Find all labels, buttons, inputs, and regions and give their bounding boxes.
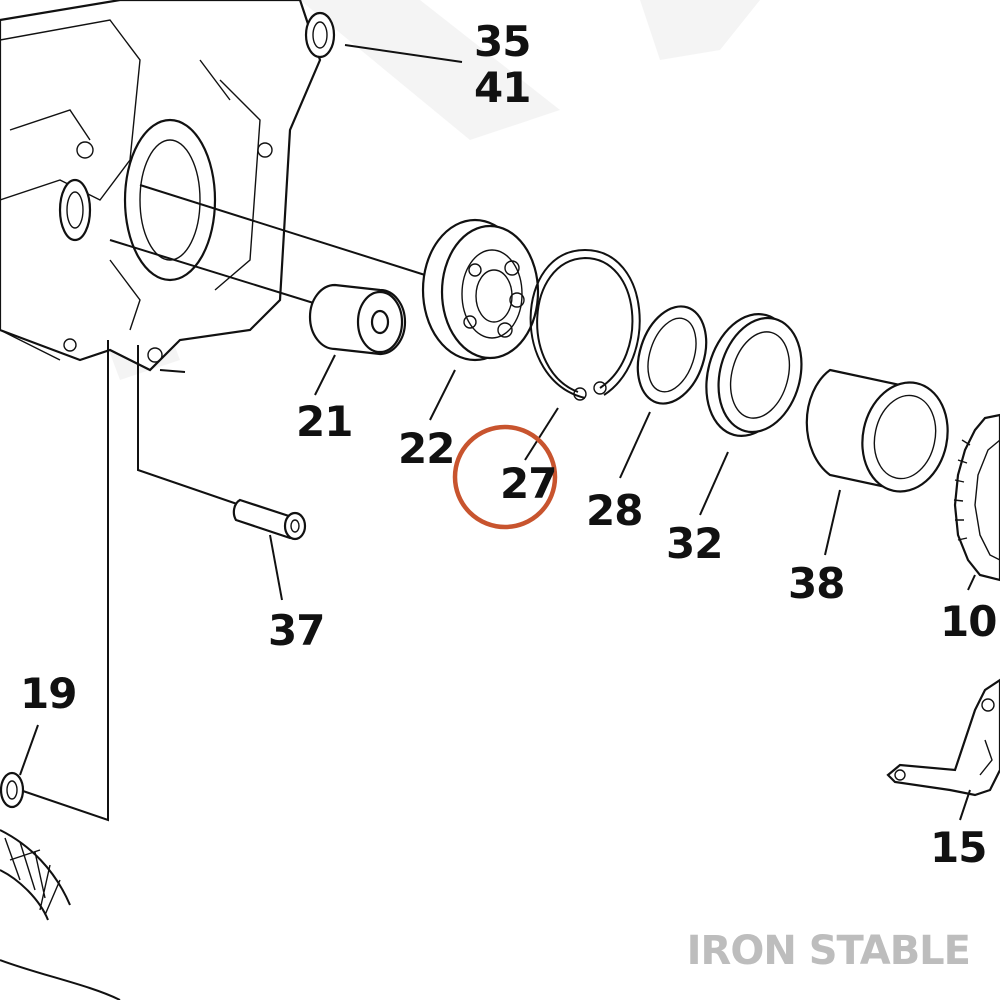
- callout-19: 19: [20, 669, 76, 718]
- part-21-bushing: [308, 283, 407, 356]
- assembly-lines: [19, 44, 463, 822]
- callout-27: 27: [500, 459, 556, 508]
- part-32-seal: [705, 313, 803, 437]
- callout-41: 41: [474, 63, 530, 112]
- braided-hose: [0, 829, 121, 1000]
- part-10-gear: [953, 413, 1000, 582]
- part-22-ball-bearing: [421, 218, 540, 362]
- callout-15: 15: [930, 823, 986, 872]
- part-19-oring: [0, 771, 25, 809]
- highlight-circle-27: [452, 424, 558, 530]
- callout-28: 28: [586, 486, 642, 535]
- gearbox-housing: [0, 0, 336, 372]
- part-28-washer: [636, 305, 708, 405]
- brand-watermark: IRON STABLE: [686, 928, 971, 974]
- part-15-cover: [886, 678, 1000, 797]
- callout-10: 10: [940, 597, 996, 646]
- callout-22: 22: [398, 424, 454, 473]
- callout-21: 21: [296, 397, 352, 446]
- part-38-sleeve: [805, 368, 949, 493]
- part-37-dowel: [232, 498, 307, 541]
- part-27-circlip: [529, 248, 641, 401]
- callout-32: 32: [666, 519, 722, 568]
- callout-leaders: [19, 354, 976, 821]
- callout-38: 38: [788, 559, 844, 608]
- callout-35: 35: [474, 17, 530, 66]
- callout-37: 37: [268, 606, 324, 655]
